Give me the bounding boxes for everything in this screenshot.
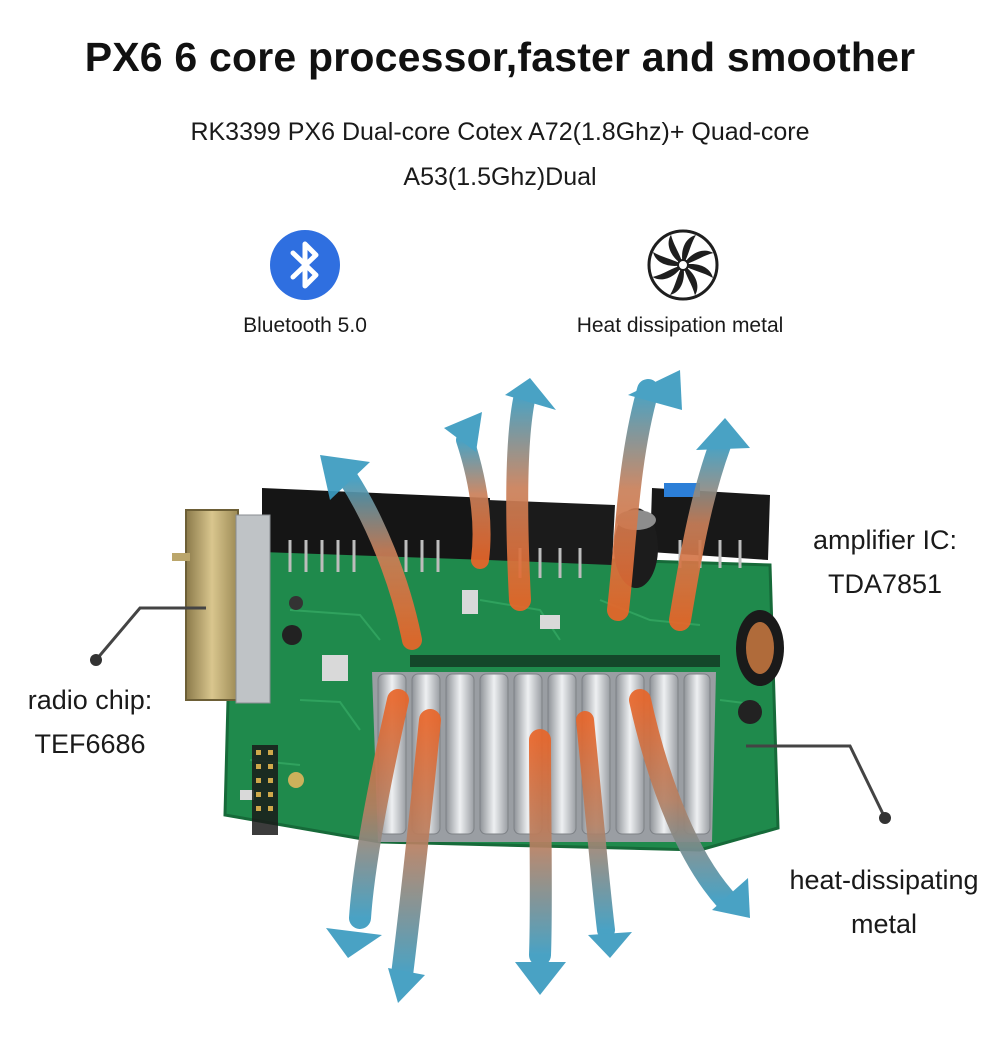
heat-metal-line-2: metal	[850, 909, 918, 939]
radio-chip-title: radio chip:	[27, 685, 153, 715]
radio-tuner-box	[172, 509, 271, 704]
amplifier-label: amplifier IC: TDA7851	[790, 518, 980, 606]
amplifier-model: TDA7851	[827, 569, 943, 599]
bluetooth-icon	[270, 230, 340, 300]
spec-line-1: RK3399 PX6 Dual-core Cotex A72(1.8Ghz)+ …	[190, 118, 810, 146]
amplifier-title: amplifier IC:	[812, 525, 958, 555]
callout-lines	[94, 606, 887, 819]
page-title: PX6 6 core processor,faster and smoother	[84, 34, 916, 80]
radio-chip-model: TEF6686	[34, 729, 146, 759]
heat-metal-callout: heat-dissipating metal	[772, 858, 996, 946]
spec-line-2: A53(1.5Ghz)Dual	[403, 163, 597, 191]
fan-icon	[647, 229, 719, 301]
heat-metal-label: Heat dissipation metal	[576, 314, 784, 337]
heat-arrows-up	[320, 370, 750, 650]
radio-chip-label: radio chip: TEF6686	[0, 678, 180, 766]
heat-arrows-down	[326, 689, 750, 1003]
bluetooth-label: Bluetooth 5.0	[243, 314, 367, 337]
heat-metal-line-1: heat-dissipating	[789, 865, 979, 895]
